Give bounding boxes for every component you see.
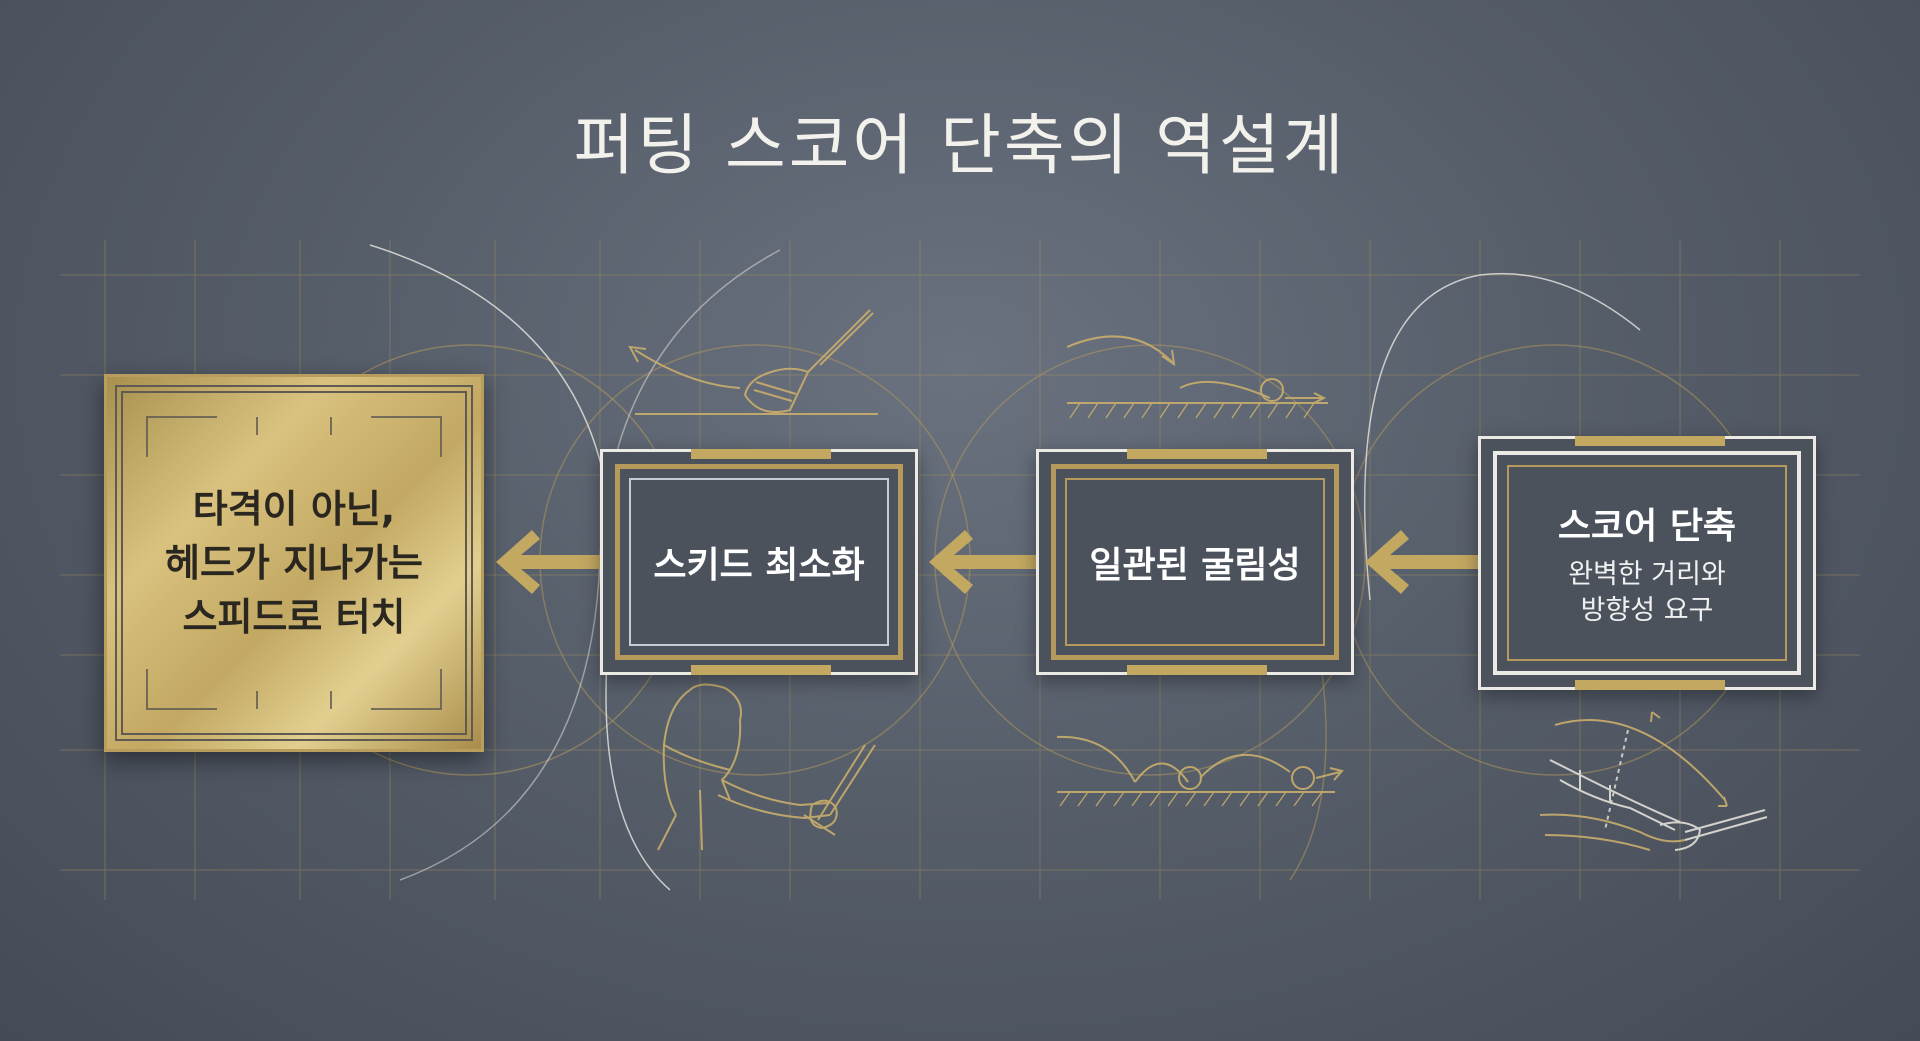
card-tab-bottom (1127, 665, 1267, 675)
score-label: 스코어 단축 (1557, 506, 1737, 547)
result-card: 타격이 아닌, 헤드가 지나가는 스피드로 터치 (104, 374, 484, 752)
arrow-left-icon (1365, 530, 1480, 594)
forearm-putting-sketch (1539, 711, 1768, 851)
arrow-left-icon (929, 530, 1039, 594)
card-tab-top (691, 449, 831, 459)
card-tab-bottom (691, 665, 831, 675)
roll-card: 일관된 굴림성 (1036, 449, 1354, 675)
skid-label: 스키드 최소화 (653, 545, 865, 586)
roll-label: 일관된 굴림성 (1089, 545, 1301, 586)
result-line-3: 스피드로 터치 (182, 595, 406, 639)
result-line-2: 헤드가 지나가는 (165, 541, 423, 585)
score-card: 스코어 단축 완벽한 거리와 방향성 요구 (1478, 436, 1816, 690)
score-sub-line-2: 방향성 요구 (1580, 595, 1714, 626)
corner-ornament (146, 416, 442, 710)
diagram-title: 퍼팅 스코어 단축의 역설계 (573, 107, 1347, 184)
arrow-left-icon (496, 530, 606, 594)
card-tab-top (1127, 449, 1267, 459)
golfer-stance-sketch (657, 683, 876, 851)
card-tab-bottom (1575, 680, 1725, 690)
ball-bounce-sketch (1056, 735, 1344, 807)
result-line-1: 타격이 아닌, (192, 487, 396, 531)
putter-head-sketch (628, 309, 878, 415)
skid-card: 스키드 최소화 (600, 449, 918, 675)
ball-skid-sketch (1066, 335, 1328, 419)
score-sub-line-1: 완벽한 거리와 (1568, 559, 1726, 590)
card-tab-top (1575, 436, 1725, 446)
